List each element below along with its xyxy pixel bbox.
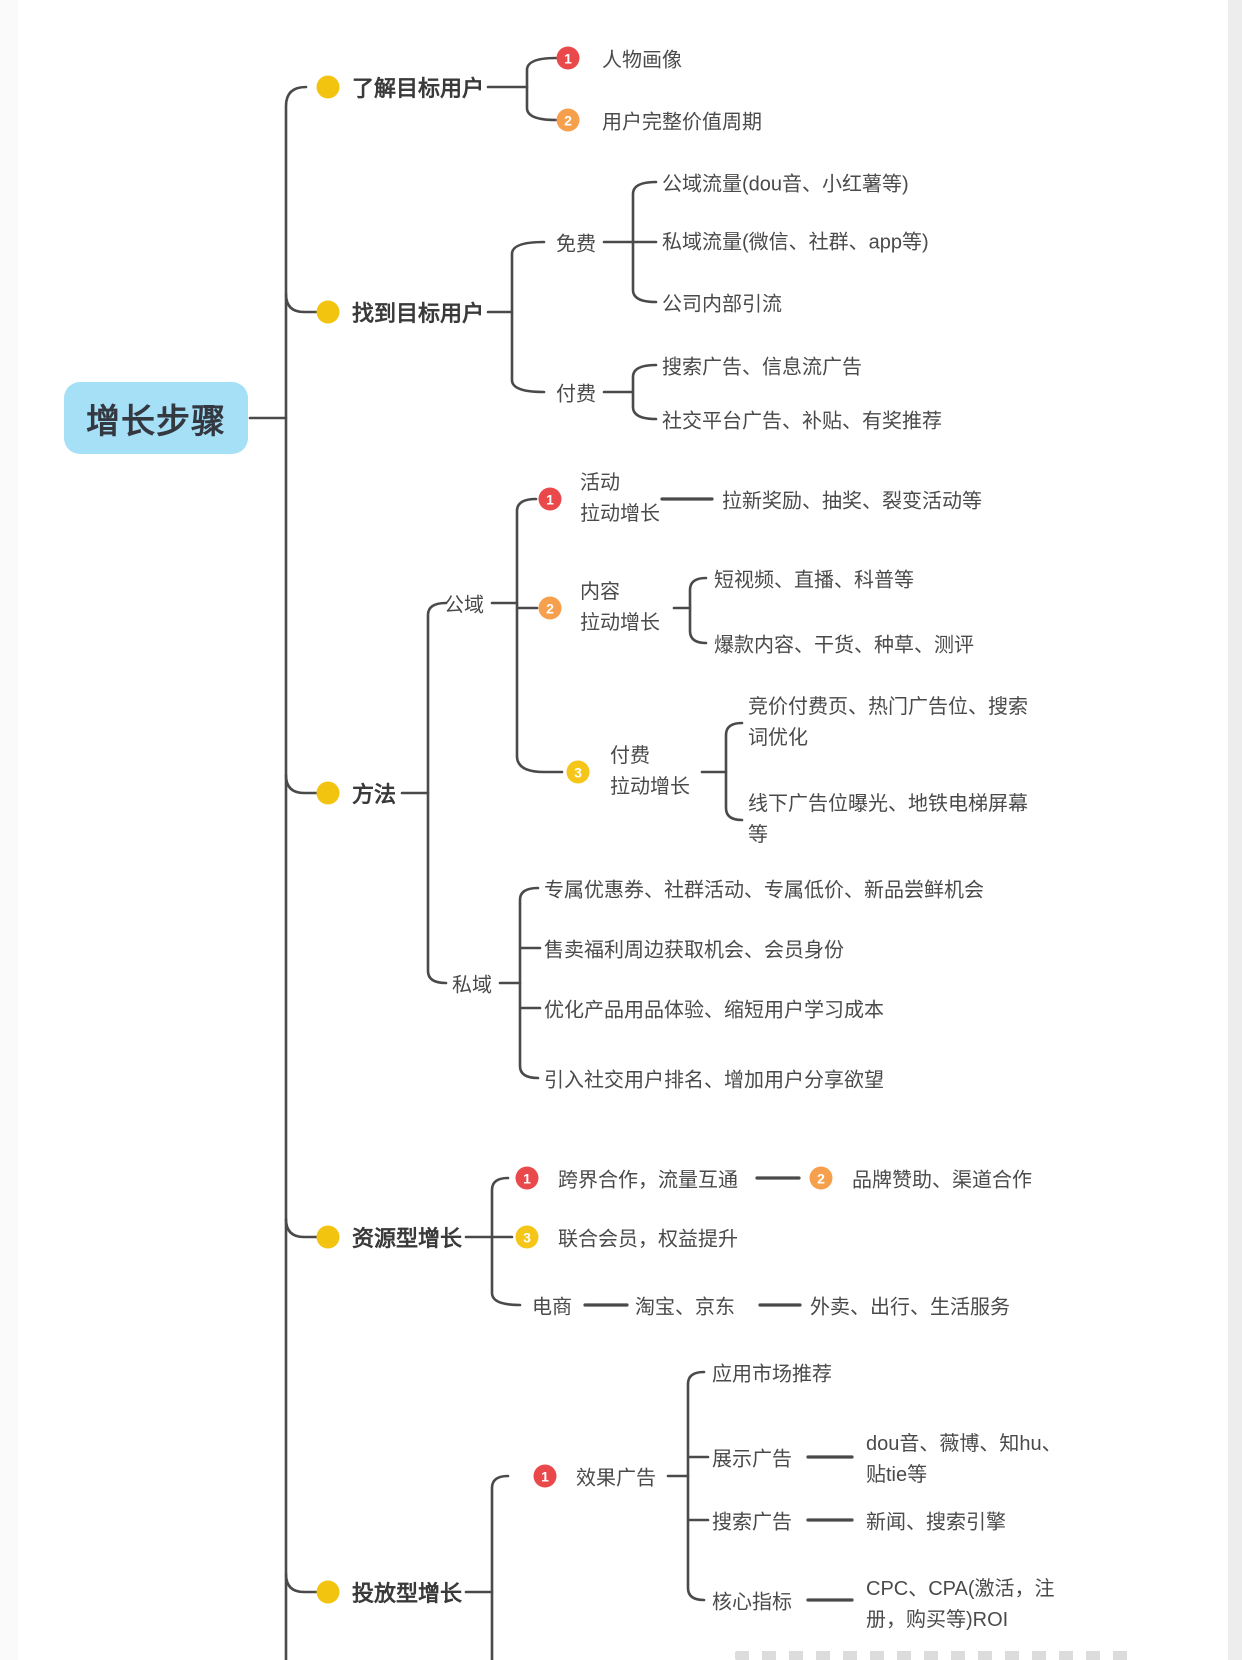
node-taobao-jd[interactable]: 淘宝、京东 — [635, 1296, 735, 1319]
node-private-domain[interactable]: 私域 — [452, 974, 492, 997]
node-cpc-cpa-roi[interactable]: CPC、CPA(激活，注 册，购买等)ROI — [866, 1578, 1055, 1631]
branch-3-connectors — [400, 497, 744, 1080]
number-3-badge[interactable]: 3 — [566, 760, 590, 784]
branch-3-label[interactable]: 方法 — [352, 782, 397, 807]
node-optimize-experience[interactable]: 优化产品用品体验、缩短用户学习成本 — [544, 999, 884, 1022]
branch-4-label[interactable]: 资源型增长 — [352, 1226, 463, 1251]
root-label: 增长步骤 — [86, 402, 226, 441]
branch-1-connectors — [486, 56, 558, 122]
node-content-growth[interactable]: 内容 拉动增长 — [580, 581, 660, 634]
node-ecommerce[interactable]: 电商 — [532, 1296, 572, 1319]
node-persona[interactable]: 人物画像 — [602, 49, 682, 72]
node-internal-referral[interactable]: 公司内部引流 — [662, 293, 782, 316]
branch-dot[interactable] — [316, 781, 340, 805]
node-search-ads[interactable]: 搜索广告 — [712, 1511, 792, 1534]
node-hit-content[interactable]: 爆款内容、干货、种草、测评 — [714, 634, 974, 657]
node-news-search-engine[interactable]: 新闻、搜索引擎 — [866, 1511, 1006, 1534]
node-core-metrics[interactable]: 核心指标 — [712, 1591, 792, 1614]
node-performance-ads[interactable]: 效果广告 — [576, 1467, 656, 1490]
number-2-badge[interactable]: 2 — [556, 108, 580, 132]
node-exclusive-coupons[interactable]: 专属优惠券、社群活动、专属低价、新品尝鲜机会 — [544, 879, 984, 902]
node-paid-growth[interactable]: 付费 拉动增长 — [610, 745, 690, 798]
number-2-badge[interactable]: 2 — [809, 1166, 833, 1190]
root-node[interactable]: 增长步骤 — [64, 382, 248, 454]
number-2-badge[interactable]: 2 — [538, 596, 562, 620]
branch-1-label[interactable]: 了解目标用户 — [352, 76, 485, 101]
number-1-badge[interactable]: 1 — [533, 1464, 557, 1488]
number-3-badge[interactable]: 3 — [515, 1225, 539, 1249]
node-display-ad-channels[interactable]: dou音、薇博、知hu、 贴tie等 — [866, 1433, 1062, 1486]
number-1-badge[interactable]: 1 — [538, 487, 562, 511]
node-short-video[interactable]: 短视频、直播、科普等 — [714, 569, 914, 592]
node-private-traffic[interactable]: 私域流量(微信、社群、app等) — [662, 231, 929, 254]
node-brand-sponsorship[interactable]: 品牌赞助、渠道合作 — [852, 1169, 1032, 1192]
branch-2-connectors — [486, 180, 658, 421]
node-social-ranking[interactable]: 引入社交用户排名、增加用户分享欲望 — [544, 1069, 884, 1092]
node-public-traffic[interactable]: 公域流量(dou音、小红薯等) — [662, 173, 909, 196]
node-user-value-cycle[interactable]: 用户完整价值周期 — [602, 111, 762, 134]
left-margin-strip — [0, 0, 18, 1660]
trunk-connectors — [248, 85, 319, 1660]
node-activity-growth[interactable]: 活动 拉动增长 — [580, 472, 660, 525]
branch-4-connectors — [464, 1176, 802, 1307]
branch-dot[interactable] — [316, 1225, 340, 1249]
node-public-domain[interactable]: 公域 — [444, 594, 484, 617]
node-referral-rewards[interactable]: 拉新奖励、抽奖、裂变活动等 — [722, 490, 982, 513]
node-welfare-merch[interactable]: 售卖福利周边获取机会、会员身份 — [544, 939, 844, 962]
branch-5-label[interactable]: 投放型增长 — [352, 1581, 463, 1606]
node-social-ads[interactable]: 社交平台广告、补贴、有奖推荐 — [662, 410, 942, 433]
node-free[interactable]: 免费 — [556, 233, 596, 256]
number-1-badge[interactable]: 1 — [515, 1166, 539, 1190]
branch-dot[interactable] — [316, 300, 340, 324]
branch-dot[interactable] — [316, 1580, 340, 1604]
node-bidding-pages[interactable]: 竞价付费页、热门广告位、搜索 词优化 — [748, 696, 1028, 749]
node-app-market[interactable]: 应用市场推荐 — [712, 1363, 832, 1386]
node-display-ads[interactable]: 展示广告 — [712, 1448, 792, 1471]
clipped-bottom-row — [735, 1651, 1130, 1660]
branch-2-label[interactable]: 找到目标用户 — [352, 301, 485, 326]
node-joint-membership[interactable]: 联合会员，权益提升 — [558, 1228, 738, 1251]
right-scroll-strip[interactable] — [1228, 0, 1242, 1660]
branch-5-connectors — [464, 1370, 854, 1660]
branch-dot[interactable] — [316, 75, 340, 99]
number-1-badge[interactable]: 1 — [556, 46, 580, 70]
node-search-feed-ads[interactable]: 搜索广告、信息流广告 — [662, 356, 862, 379]
node-offline-ads[interactable]: 线下广告位曝光、地铁电梯屏幕 等 — [748, 793, 1028, 846]
node-takeout-travel[interactable]: 外卖、出行、生活服务 — [810, 1296, 1010, 1319]
node-paid[interactable]: 付费 — [556, 383, 596, 406]
node-cross-cooperation[interactable]: 跨界合作，流量互通 — [558, 1169, 738, 1192]
